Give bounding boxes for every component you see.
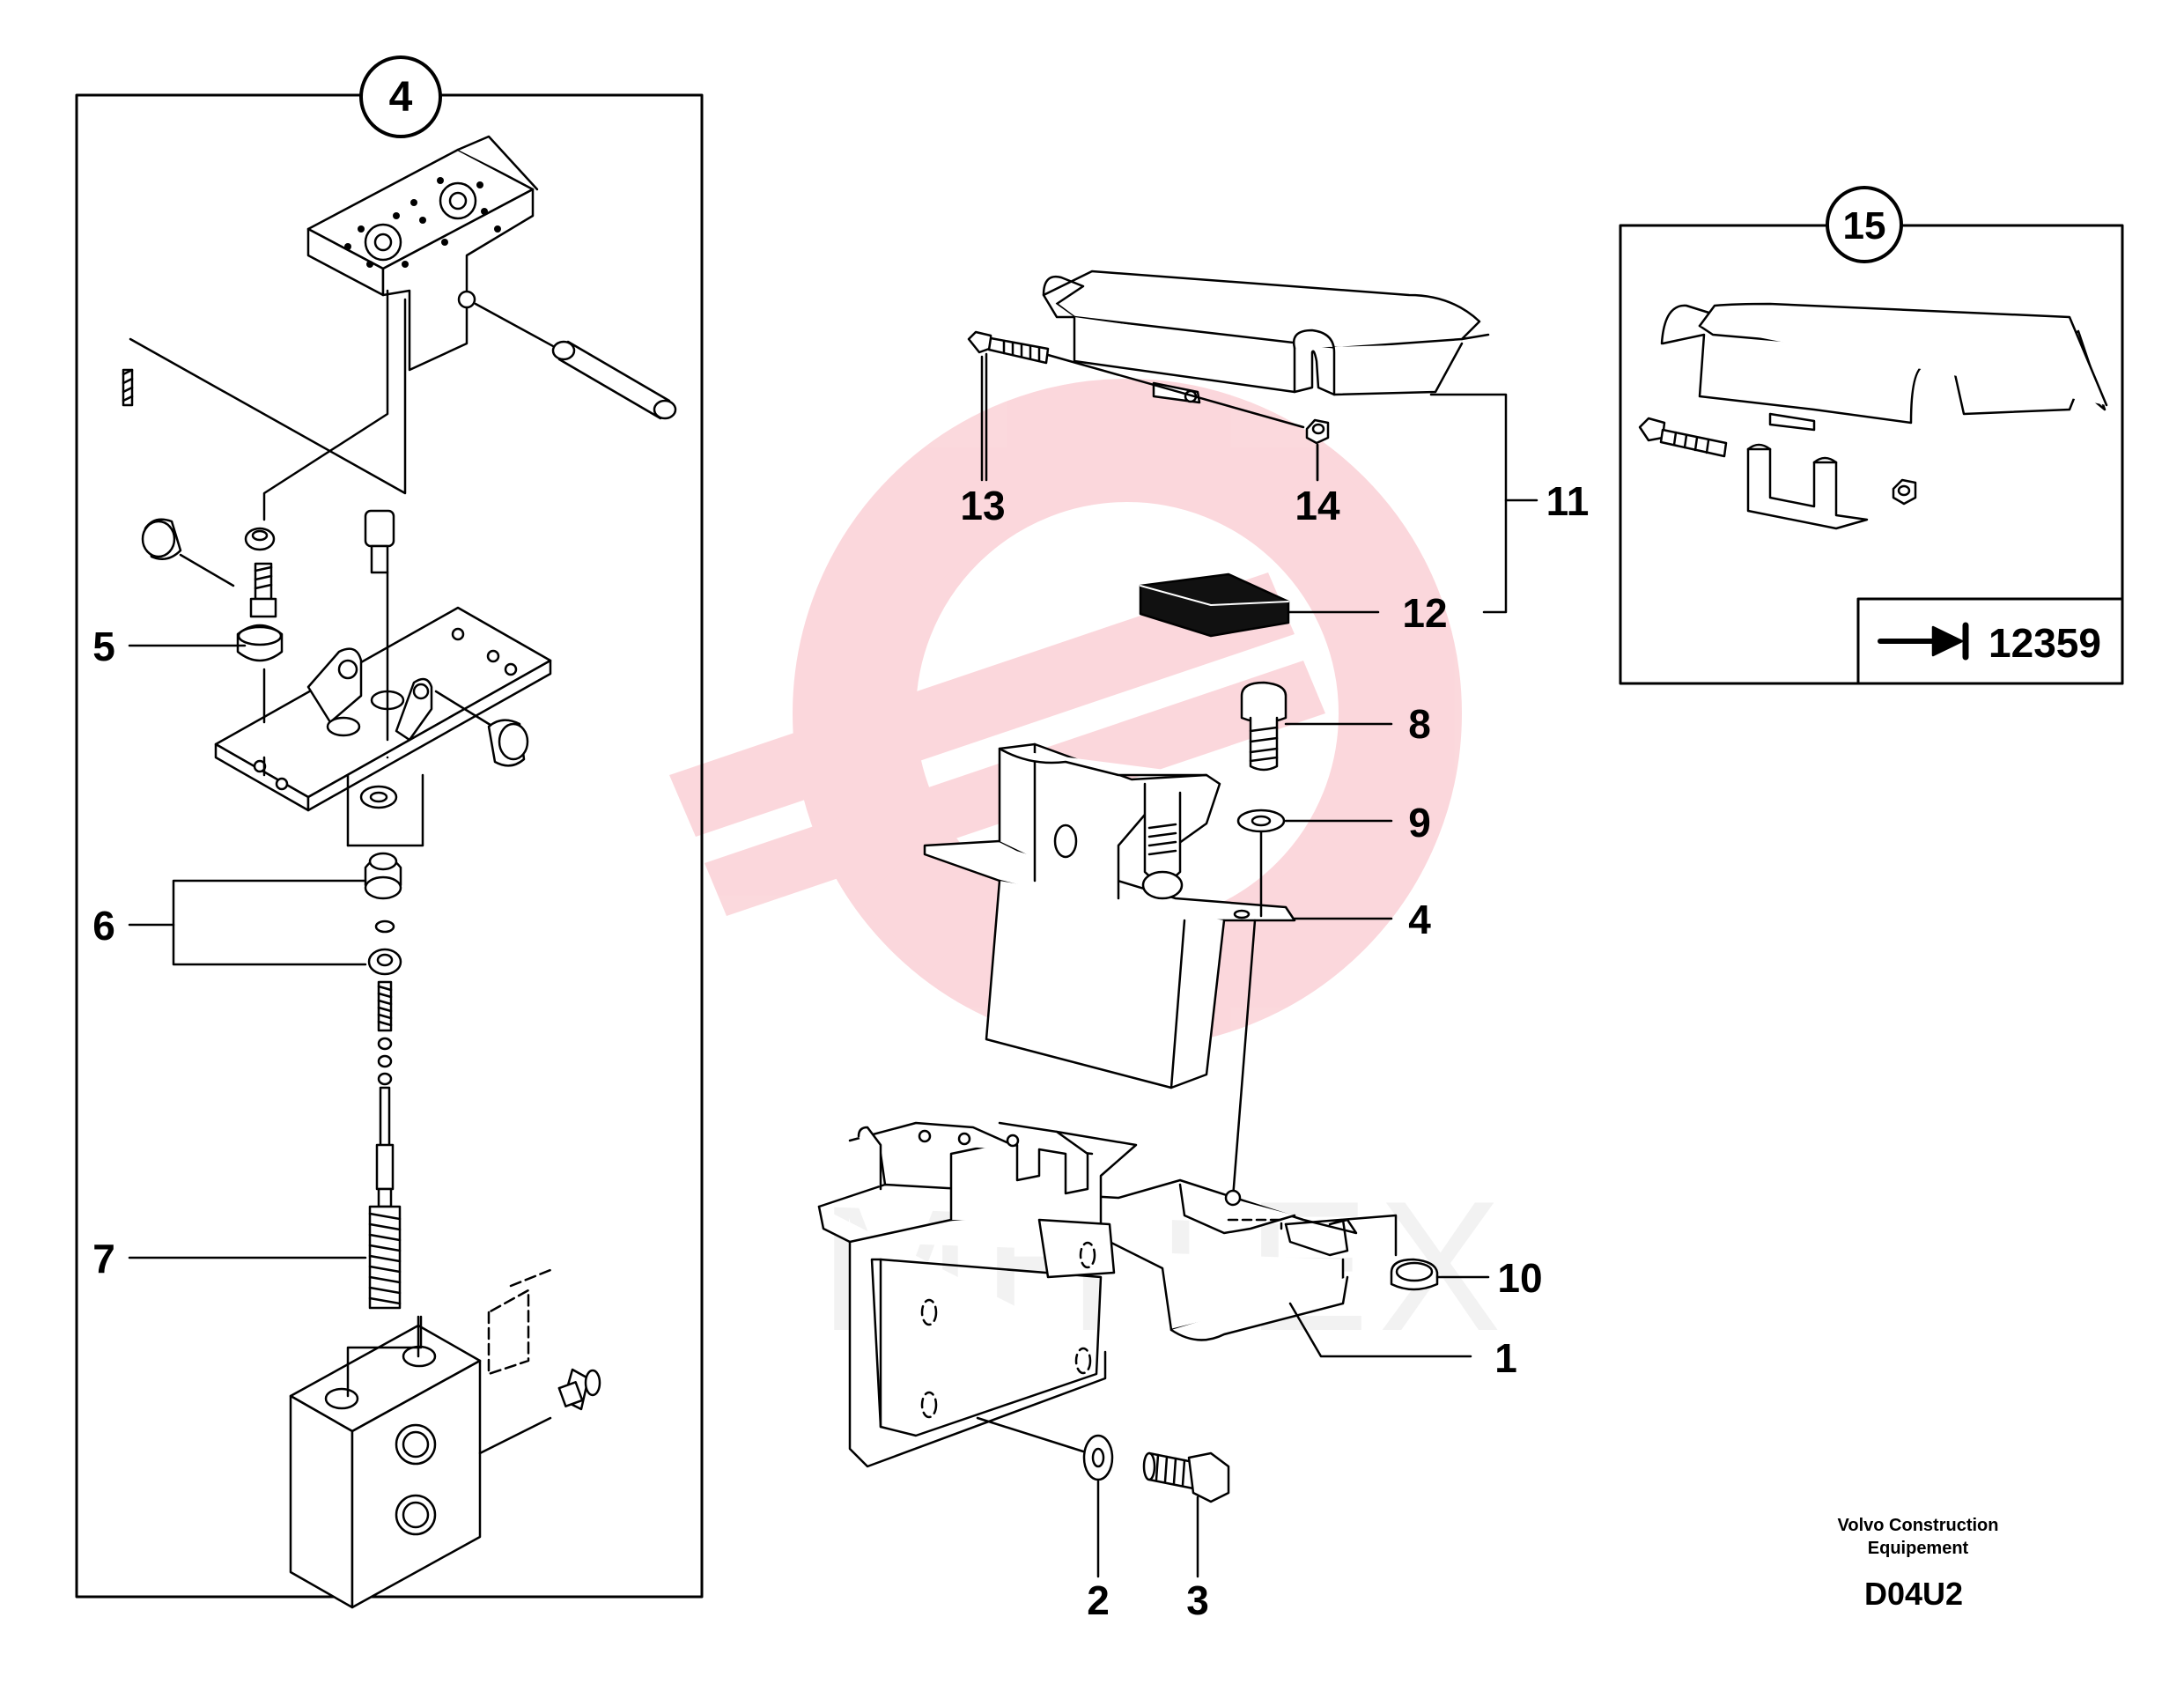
callout-4: 4: [1408, 897, 1431, 942]
bolt-3: [1142, 1451, 1230, 1503]
guide-line-nut: [1284, 1214, 1398, 1257]
nut-variant: [1892, 478, 1917, 506]
callout-10: 10: [1497, 1255, 1542, 1301]
small-nut: [244, 527, 276, 551]
cap-left: [141, 518, 235, 587]
labels: 4 15 5 6 7 13 14 11 12 8 9 4 10 1 2 3 12…: [92, 74, 2101, 1623]
rubber-pad-12: [1139, 572, 1290, 638]
plunger-rod: [375, 1086, 395, 1208]
threaded-stud: [249, 562, 277, 618]
footer-company-line1: Volvo Construction: [1838, 1516, 1999, 1535]
pilot-valve-top-plate: [306, 135, 539, 372]
callout-2: 2: [1087, 1577, 1110, 1623]
set-screw: [122, 368, 134, 407]
detail-15-circle: [1826, 186, 1903, 263]
plunger-guide: [346, 844, 402, 900]
valve-body: [289, 1324, 482, 1609]
base-bracket-1: [817, 1121, 1358, 1468]
detail-box-4: [75, 55, 704, 1599]
return-spring: [368, 1205, 402, 1310]
detail-box-15: [1619, 186, 2124, 685]
footer-code: D04U2: [1864, 1576, 1963, 1612]
guide-lines-body: [346, 1315, 552, 1455]
guide-line-washer: [976, 1416, 1085, 1453]
callout-13: 13: [960, 483, 1005, 528]
cover-variant: [1660, 302, 2108, 425]
spring-seat: [367, 948, 402, 976]
callout-9: 9: [1408, 800, 1431, 846]
callout-1: 1: [1494, 1335, 1517, 1381]
detail-4-label: 4: [389, 74, 413, 121]
hinge-clip-variant: [1768, 412, 1816, 432]
bolt-variant: [1638, 417, 1728, 458]
cap-right: [434, 690, 529, 767]
guide-lines-top: [129, 289, 407, 521]
washer-top: [359, 785, 398, 809]
bolt-8: [1240, 681, 1288, 772]
hidden-plug-detail: [487, 1267, 557, 1376]
circlip: [374, 919, 395, 934]
guide-lines-mid: [262, 571, 424, 847]
washer-2: [1082, 1434, 1114, 1481]
washer-9: [1236, 809, 1286, 833]
ref-arrow-icon: [1878, 622, 1969, 661]
top-cover: [1042, 270, 1490, 396]
callout-7: 7: [92, 1236, 115, 1281]
bracket-6: [172, 879, 367, 966]
pin: [474, 302, 677, 420]
callout-11: 11: [1546, 478, 1590, 524]
callout-5: 5: [92, 624, 115, 669]
callout-6: 6: [92, 903, 115, 949]
u-bracket-variant: [1746, 443, 1869, 530]
nut-10: [1390, 1258, 1439, 1291]
callout-12: 12: [1402, 590, 1447, 636]
inner-spring: [377, 980, 393, 1086]
rubber-boot: [236, 624, 284, 662]
callout-8: 8: [1408, 701, 1431, 747]
countersunk-screw: [557, 1368, 601, 1411]
callout-14: 14: [1295, 483, 1340, 528]
lever-bracket-plate: [214, 606, 552, 812]
pilot-valve-4: [923, 742, 1296, 1089]
leader-lines: [128, 352, 1538, 1578]
guide-lines-valve: [1231, 831, 1263, 1200]
socket-cap-screw: [364, 509, 395, 574]
callout-3: 3: [1186, 1577, 1209, 1623]
detail-15-label: 15: [1843, 204, 1886, 247]
nut-14: [1305, 418, 1330, 445]
reference-number: 12359: [1988, 620, 2101, 666]
bolt-13: [967, 330, 1050, 365]
footer-company-line2: Equipement: [1868, 1539, 1969, 1558]
detail-4-circle: [359, 55, 442, 138]
